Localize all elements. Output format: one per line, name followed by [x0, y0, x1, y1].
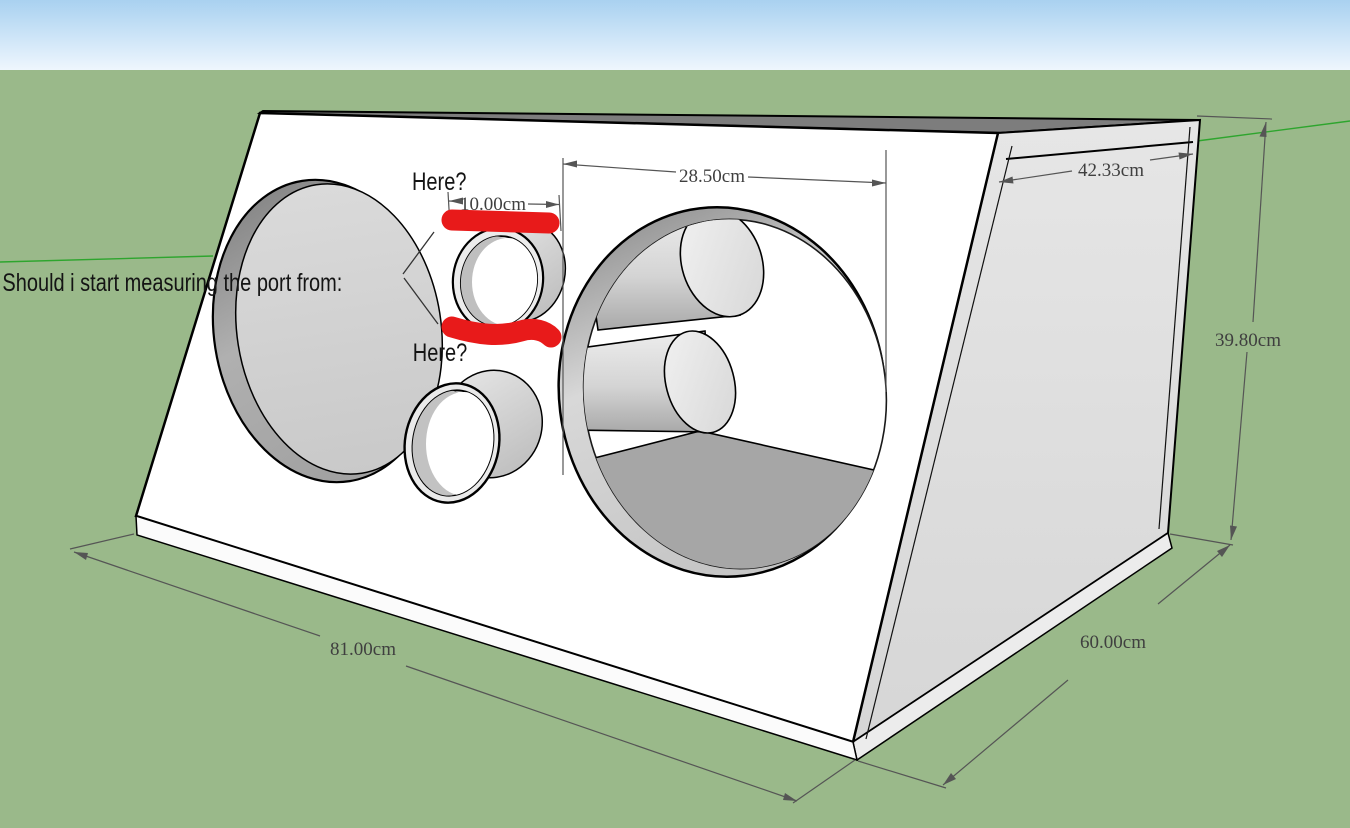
dim-top-depth[interactable] — [998, 152, 1194, 184]
woofer-recess-face — [234, 183, 444, 475]
port-bottom[interactable] — [395, 359, 554, 510]
dim-label-front-width[interactable]: 81.00cm — [330, 639, 396, 660]
port-top-inner-white — [472, 238, 543, 326]
green-axis-left — [0, 255, 214, 263]
dim-port-width[interactable] — [447, 191, 562, 232]
dim-label-back-height[interactable]: 39.80cm — [1215, 330, 1281, 351]
right-face-front-panel-edge — [865, 145, 1013, 740]
dim-label-cutout-width[interactable]: 28.50cm — [679, 166, 745, 187]
dim-back-height[interactable] — [1169, 115, 1273, 546]
marker-stroke-top — [441, 209, 560, 234]
sky — [0, 0, 1350, 70]
callout-lines — [402, 231, 439, 325]
green-axis-right — [1196, 120, 1350, 142]
dim-label-port-width[interactable]: 10.00cm — [460, 194, 526, 215]
marker-strokes — [441, 209, 562, 348]
dim-label-top-depth[interactable]: 42.33cm — [1078, 160, 1144, 181]
port-bottom-inner-white — [426, 392, 502, 496]
front-bottom-strip[interactable] — [135, 514, 859, 762]
dim-label-side-depth[interactable]: 60.00cm — [1080, 632, 1146, 653]
port-tube-lower — [565, 330, 737, 434]
woofer-recess[interactable] — [192, 163, 463, 498]
dim-front-width[interactable] — [69, 533, 856, 804]
annotation-here-top: Here? — [412, 168, 466, 196]
annotation-question: Should i start measuring the port from: — [2, 269, 342, 297]
right-face-back-panel-edge — [1158, 126, 1191, 530]
right-face-top-panel-edge — [1005, 141, 1194, 160]
annotation-here-bottom: Here? — [413, 339, 467, 367]
dim-side-depth[interactable] — [857, 544, 1231, 789]
dim-cutout-width[interactable] — [562, 150, 887, 475]
port-top[interactable] — [446, 214, 574, 337]
marker-stroke-bottom — [441, 316, 562, 348]
